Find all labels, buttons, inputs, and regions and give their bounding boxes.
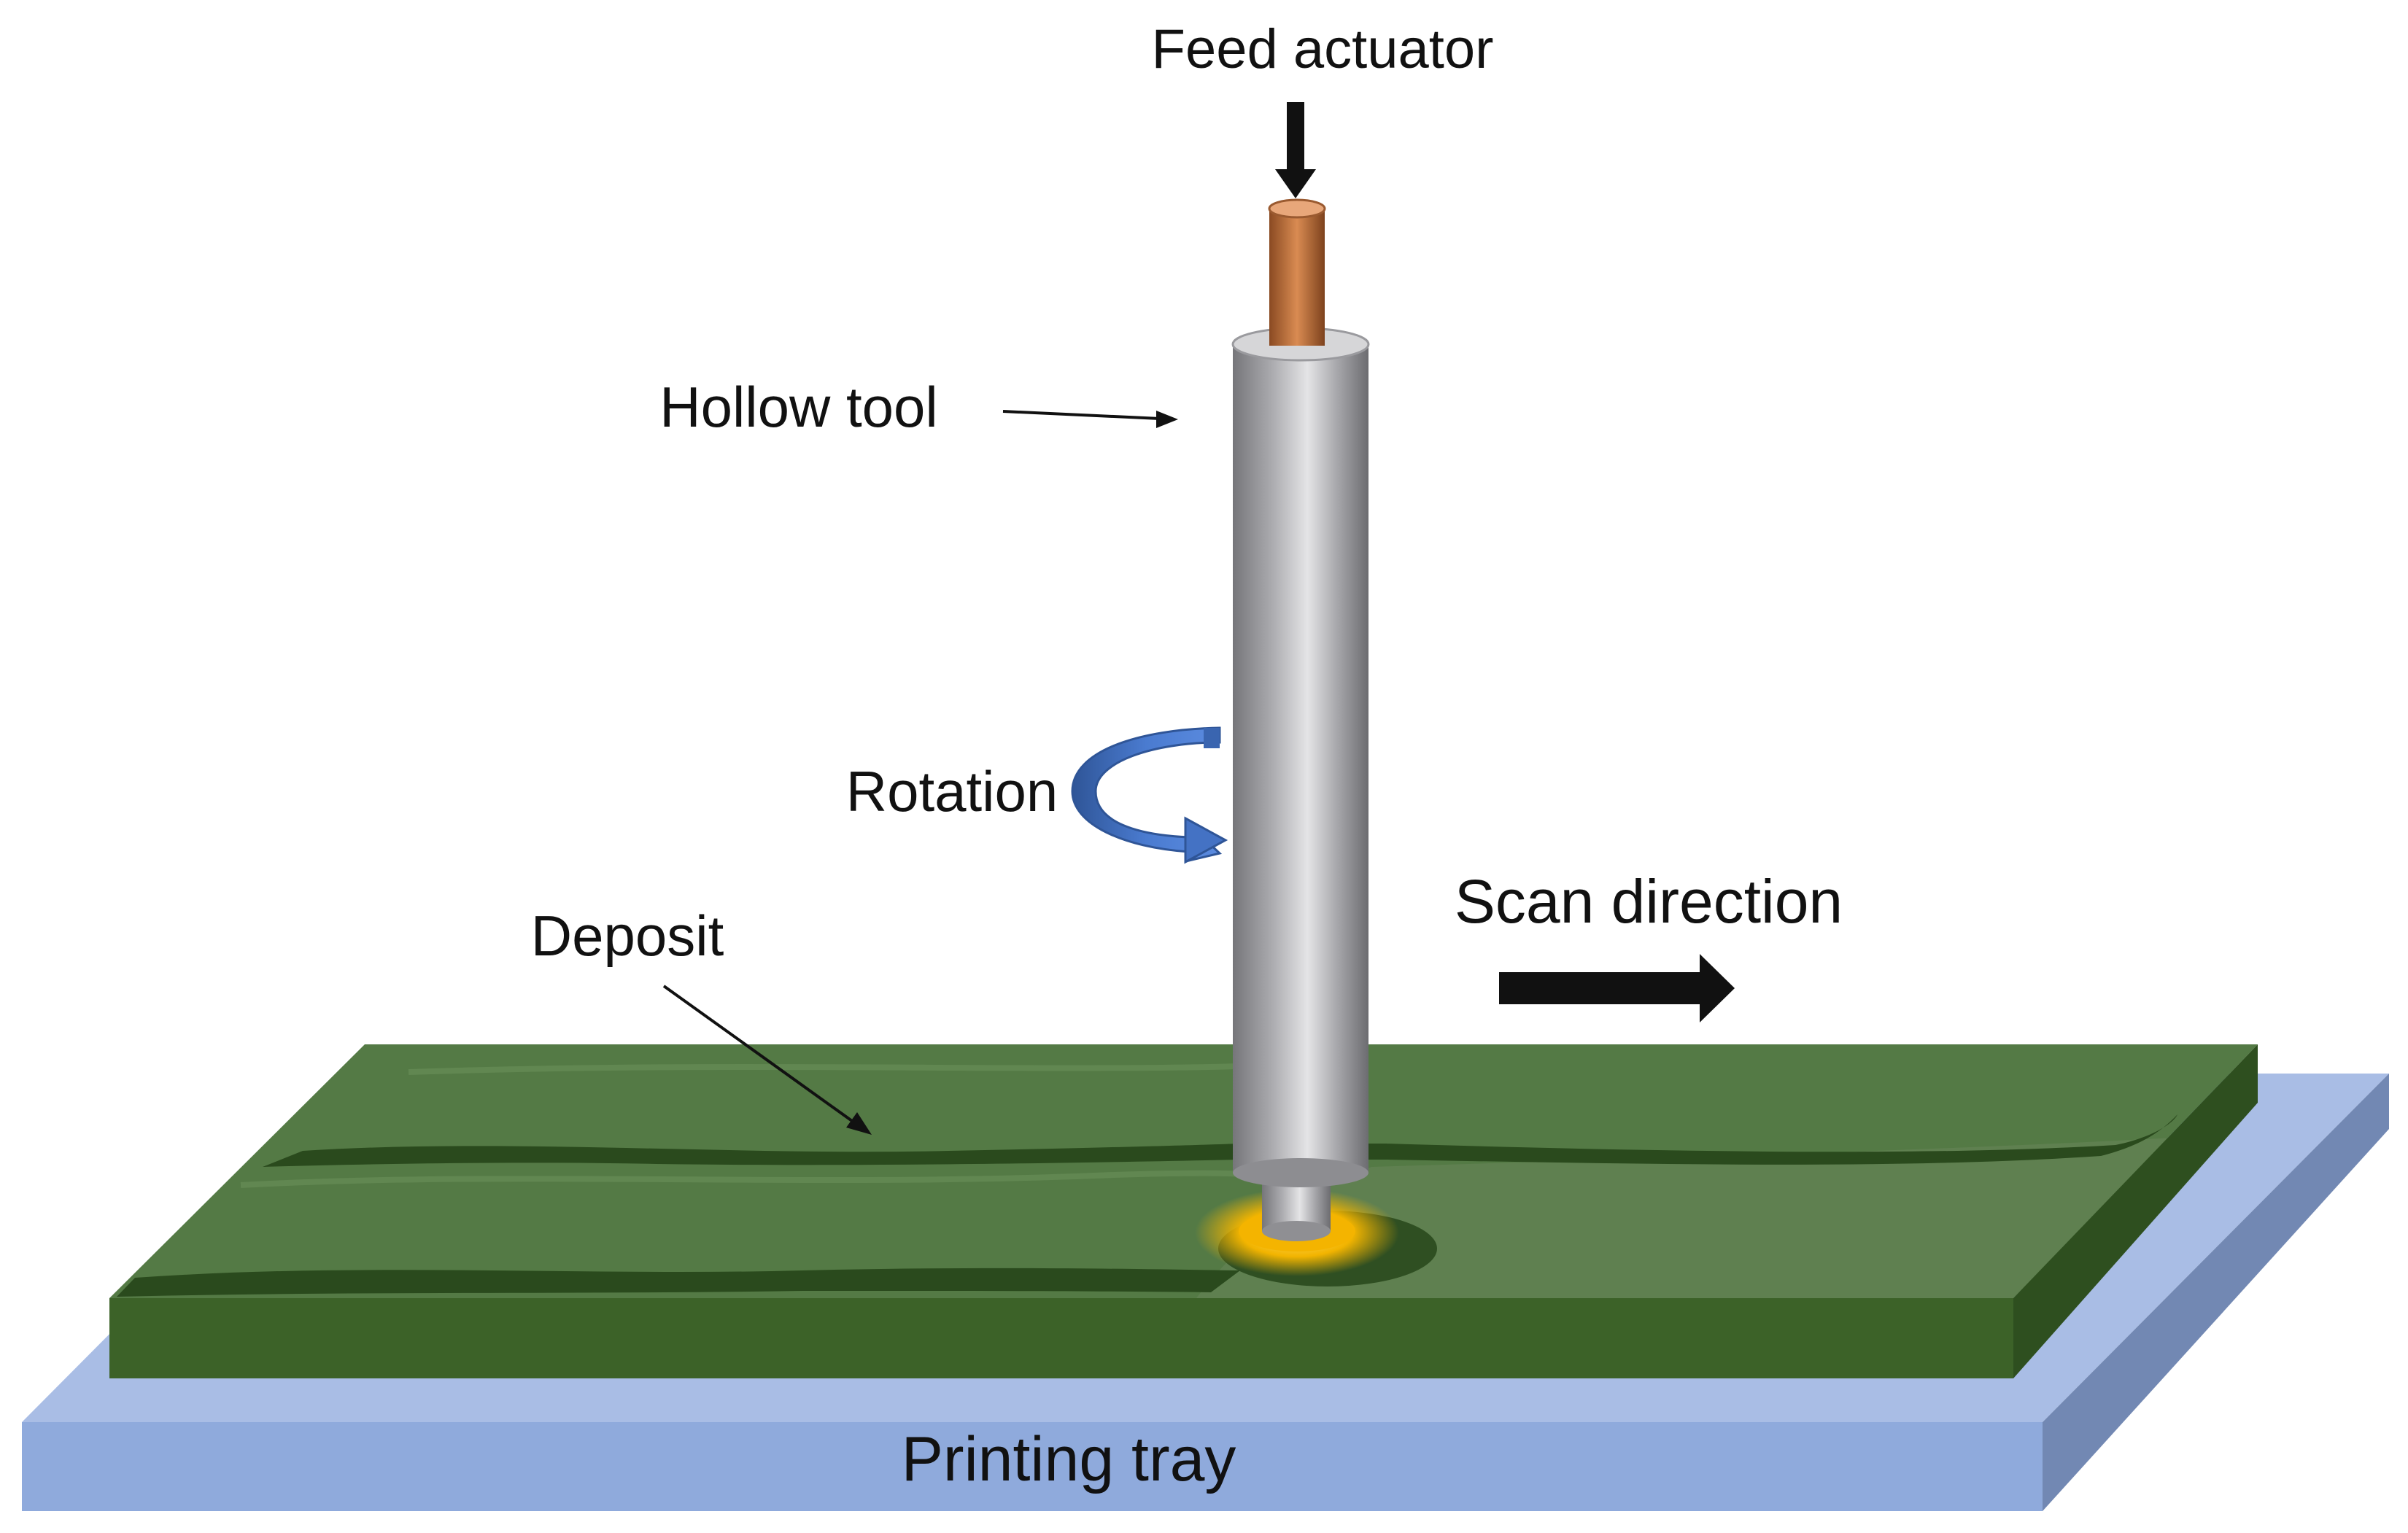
hollow-tool-pointer	[1002, 410, 1178, 428]
feed-rod-top	[1268, 198, 1326, 219]
deposit-ridge	[408, 1063, 1241, 1075]
deposit-highlight	[1196, 1138, 2174, 1298]
deposit-pointer	[662, 985, 872, 1135]
deposit-track-front	[117, 1268, 1240, 1297]
tool-tip-bottom	[1262, 1221, 1331, 1241]
arrow-down-icon	[1275, 102, 1316, 198]
deposit-front-face	[109, 1298, 2013, 1378]
feed-rod	[1268, 198, 1326, 346]
deposit-side-face	[2013, 1044, 2258, 1378]
label-rotation: Rotation	[846, 759, 1058, 823]
deposit-plate	[109, 1044, 2258, 1378]
curved-rotation-arrow-icon	[1071, 726, 1228, 864]
label-hollow-tool: Hollow tool	[659, 375, 938, 439]
hollow-tool	[1231, 327, 1370, 1241]
tray-side-face	[2043, 1074, 2389, 1511]
feed-rod-body	[1269, 209, 1325, 346]
tray-front-face	[22, 1422, 2043, 1511]
label-scan-direction: Scan direction	[1455, 867, 1843, 936]
tool-body	[1233, 344, 1368, 1173]
deposit-track-back	[263, 1114, 2177, 1167]
arrow-right-icon	[1499, 954, 1735, 1022]
deposit-ridge	[240, 1170, 1241, 1188]
label-feed-actuator: Feed actuator	[1152, 18, 1494, 80]
label-deposit: Deposit	[531, 904, 724, 968]
label-printing-tray: Printing tray	[902, 1424, 1236, 1494]
tool-body-bottom	[1233, 1158, 1368, 1187]
